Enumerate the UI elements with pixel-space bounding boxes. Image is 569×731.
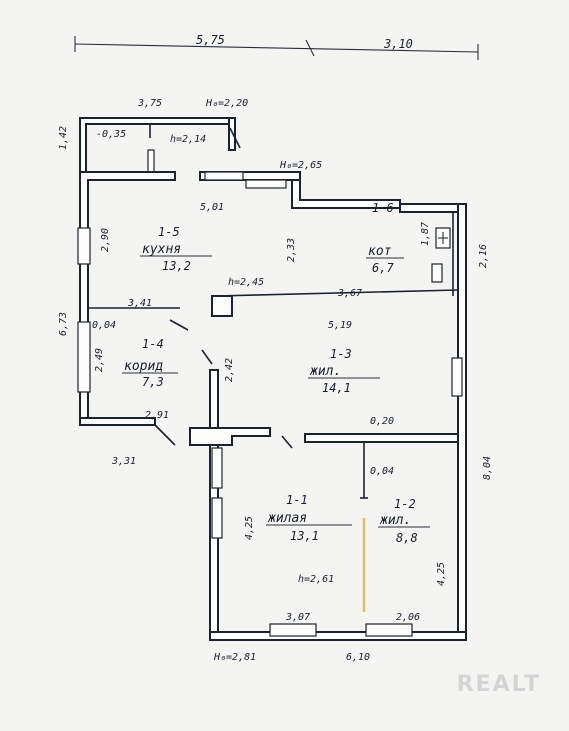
dim-label: 2,49 [94,348,105,372]
dim-label: 8,04 [482,456,493,480]
room-number: 1-5 [158,225,180,239]
room-boiler: 1-6 кот 6,7 [366,201,404,275]
window-kitchen-top-2 [245,179,287,189]
dimension-labels: 5,01 2,90 2,33 1,87 2,16 3,67 3,41 0,04 … [58,202,493,663]
porch-h-label: h=2,14 [170,134,206,145]
room-area: 14,1 [322,381,351,395]
dim-label: 2,33 [286,238,297,262]
dim-label: 3,31 [111,456,136,467]
dim-label: 1,87 [420,222,431,246]
dim-label: 2,91 [145,410,169,421]
dim-label: 5,01 [200,202,224,213]
room-area: 13,1 [290,529,319,543]
dim-label: 2,42 [224,358,235,382]
dim-label: 6,10 [346,652,370,663]
dim-label: 4,25 [244,516,255,540]
room-name: кухня [142,242,181,257]
height-mark-top: H₀=2,65 [279,160,322,171]
partitions [88,212,459,612]
room-living-3: 1-3 жил. 14,1 [308,347,380,395]
porch-height-mark: H₀=2,20 [205,98,248,109]
height-mark-bottom: H₀=2,81 [213,652,256,663]
dim-label: 3,67 [337,288,362,299]
dim-label: 2,16 [478,244,489,268]
room-name: корид [124,359,163,374]
dim-label: 0,04 [92,320,116,331]
room-area: 8,8 [396,531,418,545]
boiler-equipment [431,227,451,283]
dim-label: 0,20 [370,416,394,427]
room-name: кот [368,244,392,259]
outer-walls [79,171,467,641]
boiler-icon [431,263,443,283]
window-room-2-bottom [365,623,413,637]
room-area: 7,3 [142,375,164,389]
room-number: 1-2 [394,497,416,511]
watermark-logo: REALT [456,672,541,697]
room-number: 1-6 [372,201,394,215]
window-corridor-left [77,321,91,393]
room-area: 6,7 [372,261,394,275]
room-living-2: 1-2 жил. 8,8 [378,497,430,545]
room-name: жилая [267,511,307,526]
dim-label: 2,90 [100,228,111,252]
dim-label: 4,25 [436,562,447,586]
room-living-1: 1-1 жилая 13,1 [266,493,352,543]
window-room-3-right [451,357,463,397]
height-mark-living: h=2,61 [298,574,334,585]
window-kitchen-top [204,171,244,181]
window-room-1-left-2 [211,497,223,539]
room-number: 1-4 [142,337,164,351]
porch-width-label: 3,75 [137,98,162,109]
window-kitchen-left [77,227,91,265]
window-room-1-bottom [269,623,317,637]
dim-5-75: 5,75 [196,33,225,47]
porch-step-label: -0,35 [96,129,126,140]
height-mark-kitchen: h=2,45 [228,277,264,288]
room-kitchen: 1-5 кухня 13,2 [140,225,212,273]
dim-label: 3,41 [127,298,152,309]
dim-label: 2,06 [396,612,420,623]
dim-3-10: 3,10 [383,37,413,51]
windows [77,171,463,637]
room-area: 13,2 [162,259,191,273]
room-name: жил. [309,364,341,379]
window-room-1-left [211,447,223,489]
room-corridor: 1-4 корид 7,3 [122,337,178,389]
porch-left-dim: 1,42 [58,126,69,150]
room-number: 1-3 [330,347,352,361]
dim-label: 6,73 [58,312,69,336]
dim-label: 0,04 [370,466,394,477]
top-dimension-line: 5,75 3,10 [74,33,479,60]
dim-label: 3,07 [285,612,310,623]
dim-label: 5,19 [328,320,352,331]
room-number: 1-1 [286,493,308,507]
room-name: жил. [379,513,411,528]
porch [79,117,241,173]
